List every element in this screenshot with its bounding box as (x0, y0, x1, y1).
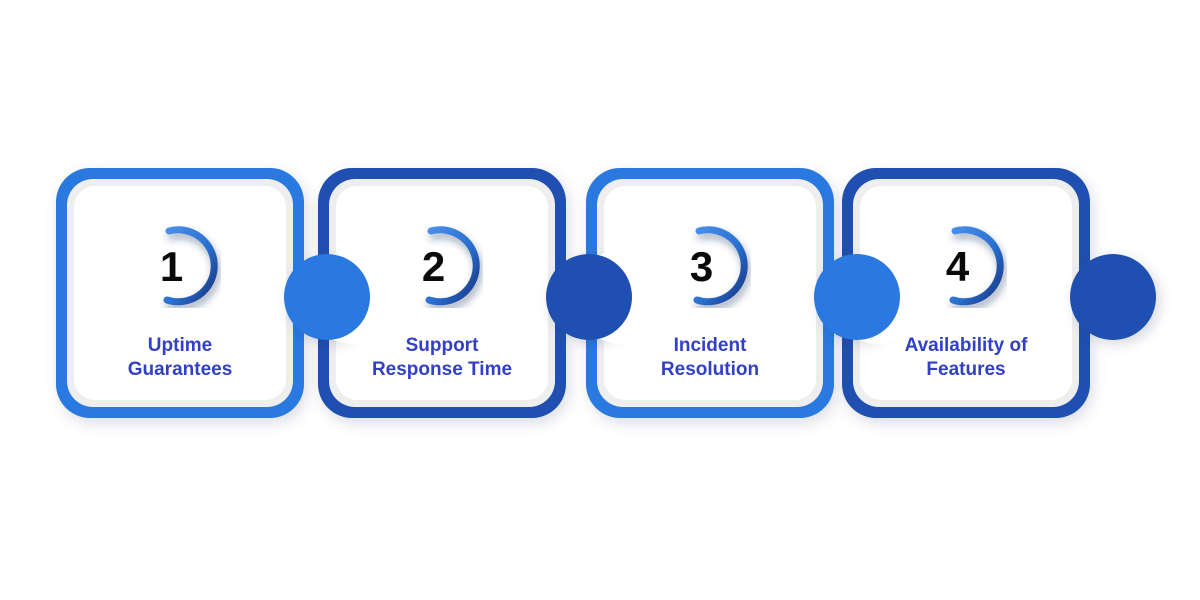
step-label: Availability of Features (904, 335, 1028, 380)
step-label: Support Response Time (371, 335, 513, 380)
step-label: Incident Resolution (660, 335, 760, 380)
connector-knob-4 (1070, 254, 1156, 340)
connector-knob-2 (546, 254, 632, 340)
connector-knob-3 (814, 254, 900, 340)
step-number-badge: 2 (401, 226, 483, 308)
step-number: 3 (689, 243, 713, 290)
puzzle-piece-1[interactable]: 1 Uptime Guarantees (56, 168, 374, 423)
badge-ring-icon (163, 226, 218, 306)
step-number-badge: 1 (139, 226, 221, 308)
piece-content-panel: 1 Uptime Guarantees (74, 186, 286, 400)
step-number: 2 (421, 243, 445, 290)
badge-ring-icon (949, 226, 1004, 306)
step-number: 1 (159, 243, 183, 290)
step-number-badge: 4 (925, 226, 1007, 308)
step-label: Uptime Guarantees (127, 335, 233, 380)
step-number: 4 (945, 243, 969, 290)
badge-ring-icon (425, 226, 480, 306)
step-number-badge: 3 (669, 226, 751, 308)
connector-knob-1 (284, 254, 370, 340)
badge-ring-icon (693, 226, 748, 306)
